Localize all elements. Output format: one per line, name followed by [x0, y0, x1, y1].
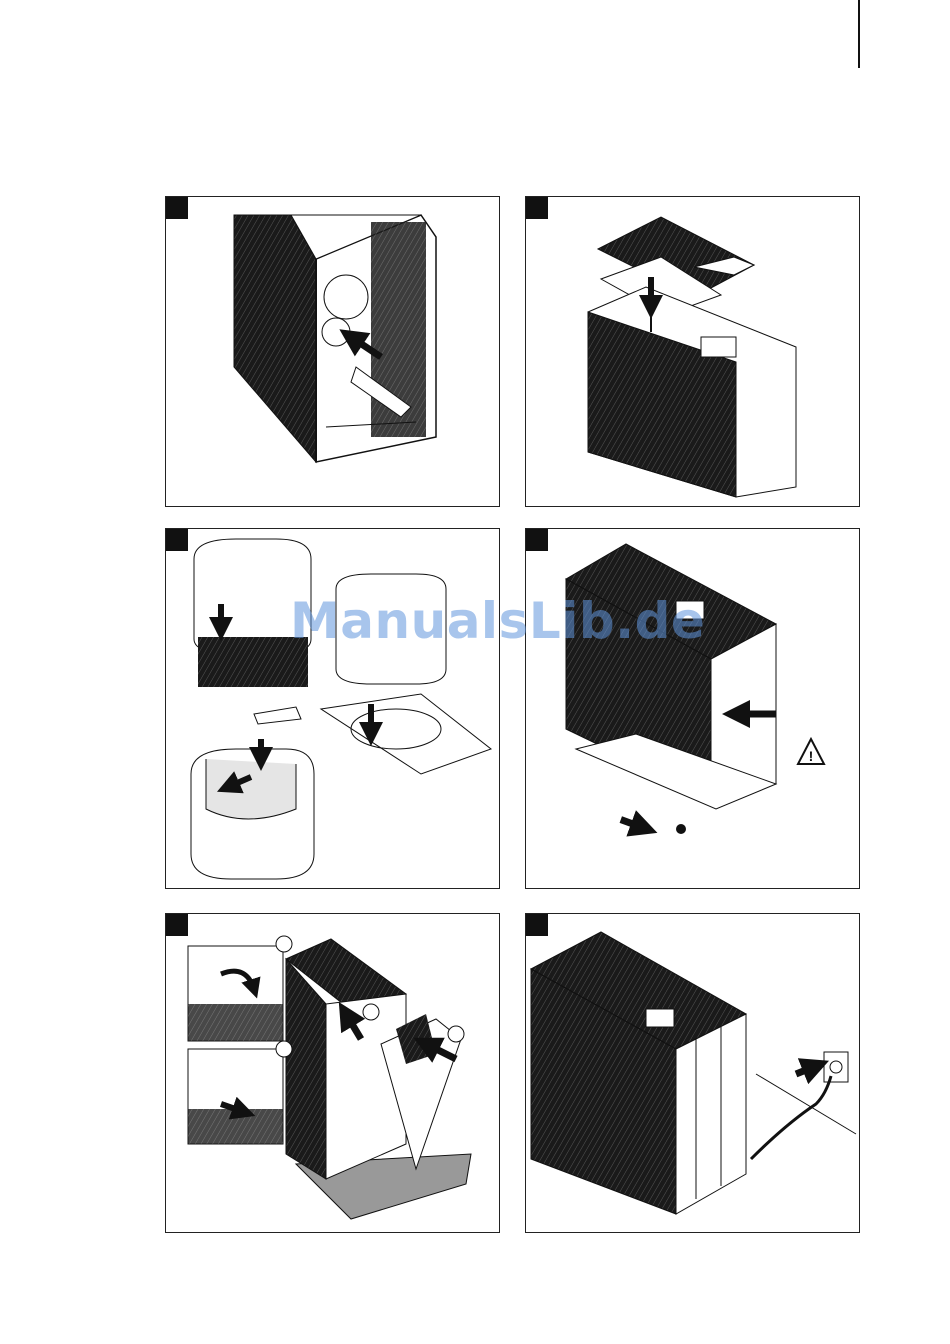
step-2-panel — [525, 196, 860, 507]
step-4-panel: ! — [525, 528, 860, 889]
plug-in-arrow-icon — [796, 1066, 816, 1074]
step-6-panel — [525, 913, 860, 1233]
power-plug-illustration — [526, 914, 860, 1233]
page-edge-rule — [858, 0, 860, 68]
tilt-unit-illustration — [166, 914, 500, 1233]
step-3-panel — [165, 528, 500, 889]
filter-insertion-illustration — [526, 197, 860, 507]
step-5-panel — [165, 913, 500, 1233]
filter-cartridge-illustration — [166, 529, 500, 889]
unit-placement-illustration: ! — [526, 529, 860, 889]
tube-insertion-illustration — [166, 197, 500, 507]
step-1-panel — [165, 196, 500, 507]
watermark: ManualsLib.de — [290, 592, 705, 650]
warning-symbol: ! — [809, 748, 814, 764]
